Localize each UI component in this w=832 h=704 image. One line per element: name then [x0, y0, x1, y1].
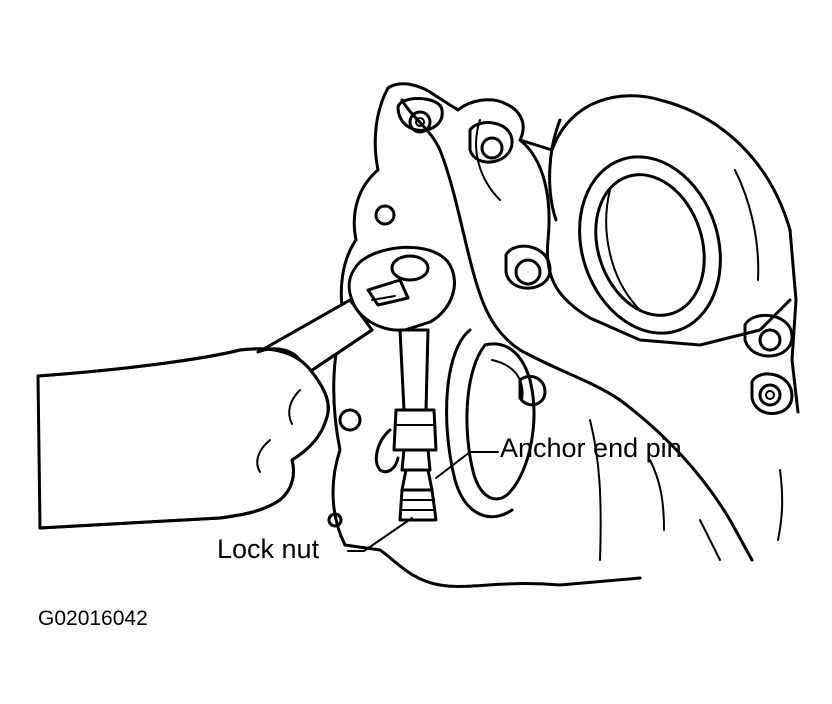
- lock-nut-label: Lock nut: [217, 534, 320, 564]
- figure-code: G02016042: [38, 607, 148, 630]
- leader-lines: [347, 451, 499, 552]
- extension-and-nut: [374, 328, 438, 522]
- anchor-end-pin-label: Anchor end pin: [500, 433, 682, 463]
- bolt-bosses: [327, 97, 794, 528]
- backing-plate-drawing: [331, 82, 800, 588]
- anchor-window: [445, 328, 536, 519]
- hand: [36, 347, 330, 530]
- hub-oval: [578, 155, 722, 335]
